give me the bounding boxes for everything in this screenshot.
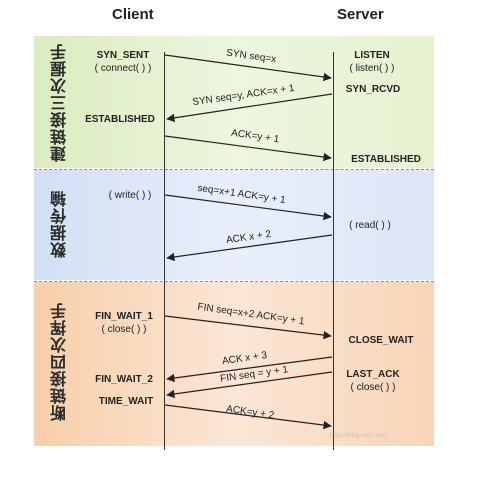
state-call: ( close( ) ) xyxy=(101,324,147,335)
client-lifeline xyxy=(164,52,165,450)
state-name: FIN_WAIT_2 xyxy=(95,374,153,385)
state-name: TIME_WAIT xyxy=(98,396,154,407)
state-name: ESTABLISHED xyxy=(351,154,421,165)
arrow-ack-fin-2 xyxy=(164,404,332,430)
client-state-syn-sent: SYN_SENT ( connect( ) ) xyxy=(86,49,160,75)
state-name: LISTEN xyxy=(354,50,390,61)
state-name: ESTABLISHED xyxy=(85,114,155,125)
server-state-syn-rcvd: SYN_RCVD xyxy=(340,83,406,96)
server-state-read: ( read( ) ) xyxy=(340,219,400,232)
arrow-syn xyxy=(164,54,332,82)
client-state-write: ( write( ) ) xyxy=(98,189,162,202)
arrow-syn-ack xyxy=(166,93,333,123)
state-call: ( connect( ) ) xyxy=(94,63,152,74)
transfer-phase-band xyxy=(34,170,434,280)
client-state-time-wait: TIME_WAIT xyxy=(92,395,160,408)
state-name: SYN_RCVD xyxy=(345,84,401,95)
handshake-phase-band xyxy=(34,36,434,168)
watermark: https://blog.csdn.net/... xyxy=(330,433,391,439)
arrow-fin-1 xyxy=(164,315,332,340)
state-call: ( read( ) ) xyxy=(349,220,391,231)
arrow-ack-fin-1 xyxy=(166,356,333,383)
state-name: SYN_SENT xyxy=(96,50,150,61)
phase-divider xyxy=(34,169,434,170)
server-header: Server xyxy=(337,6,384,23)
arrow-data-ack xyxy=(166,234,333,262)
phase-divider xyxy=(34,281,434,282)
client-header: Client xyxy=(112,6,154,23)
server-lifeline xyxy=(333,52,334,450)
state-call: ( listen( ) ) xyxy=(349,63,395,74)
server-state-established: ESTABLISHED xyxy=(341,153,431,166)
server-state-close-wait: CLOSE_WAIT xyxy=(340,334,422,347)
state-name: LAST_ACK xyxy=(346,369,400,380)
client-state-established: ESTABLISHED xyxy=(78,113,162,126)
server-state-last-ack: LAST_ACK ( close( ) ) xyxy=(340,368,406,394)
state-name: FIN_WAIT_1 xyxy=(95,311,153,322)
state-name: CLOSE_WAIT xyxy=(348,335,414,346)
arrow-data xyxy=(164,194,332,221)
state-call: ( write( ) ) xyxy=(108,190,152,201)
client-state-fin-wait-1: FIN_WAIT_1 ( close( ) ) xyxy=(88,310,160,336)
client-state-fin-wait-2: FIN_WAIT_2 xyxy=(88,373,160,386)
state-call: ( close( ) ) xyxy=(350,382,396,393)
teardown-phase-band xyxy=(34,282,434,446)
server-state-listen: LISTEN ( listen( ) ) xyxy=(340,49,404,75)
arrow-ack xyxy=(164,135,332,162)
arrow-fin-2 xyxy=(166,371,333,399)
